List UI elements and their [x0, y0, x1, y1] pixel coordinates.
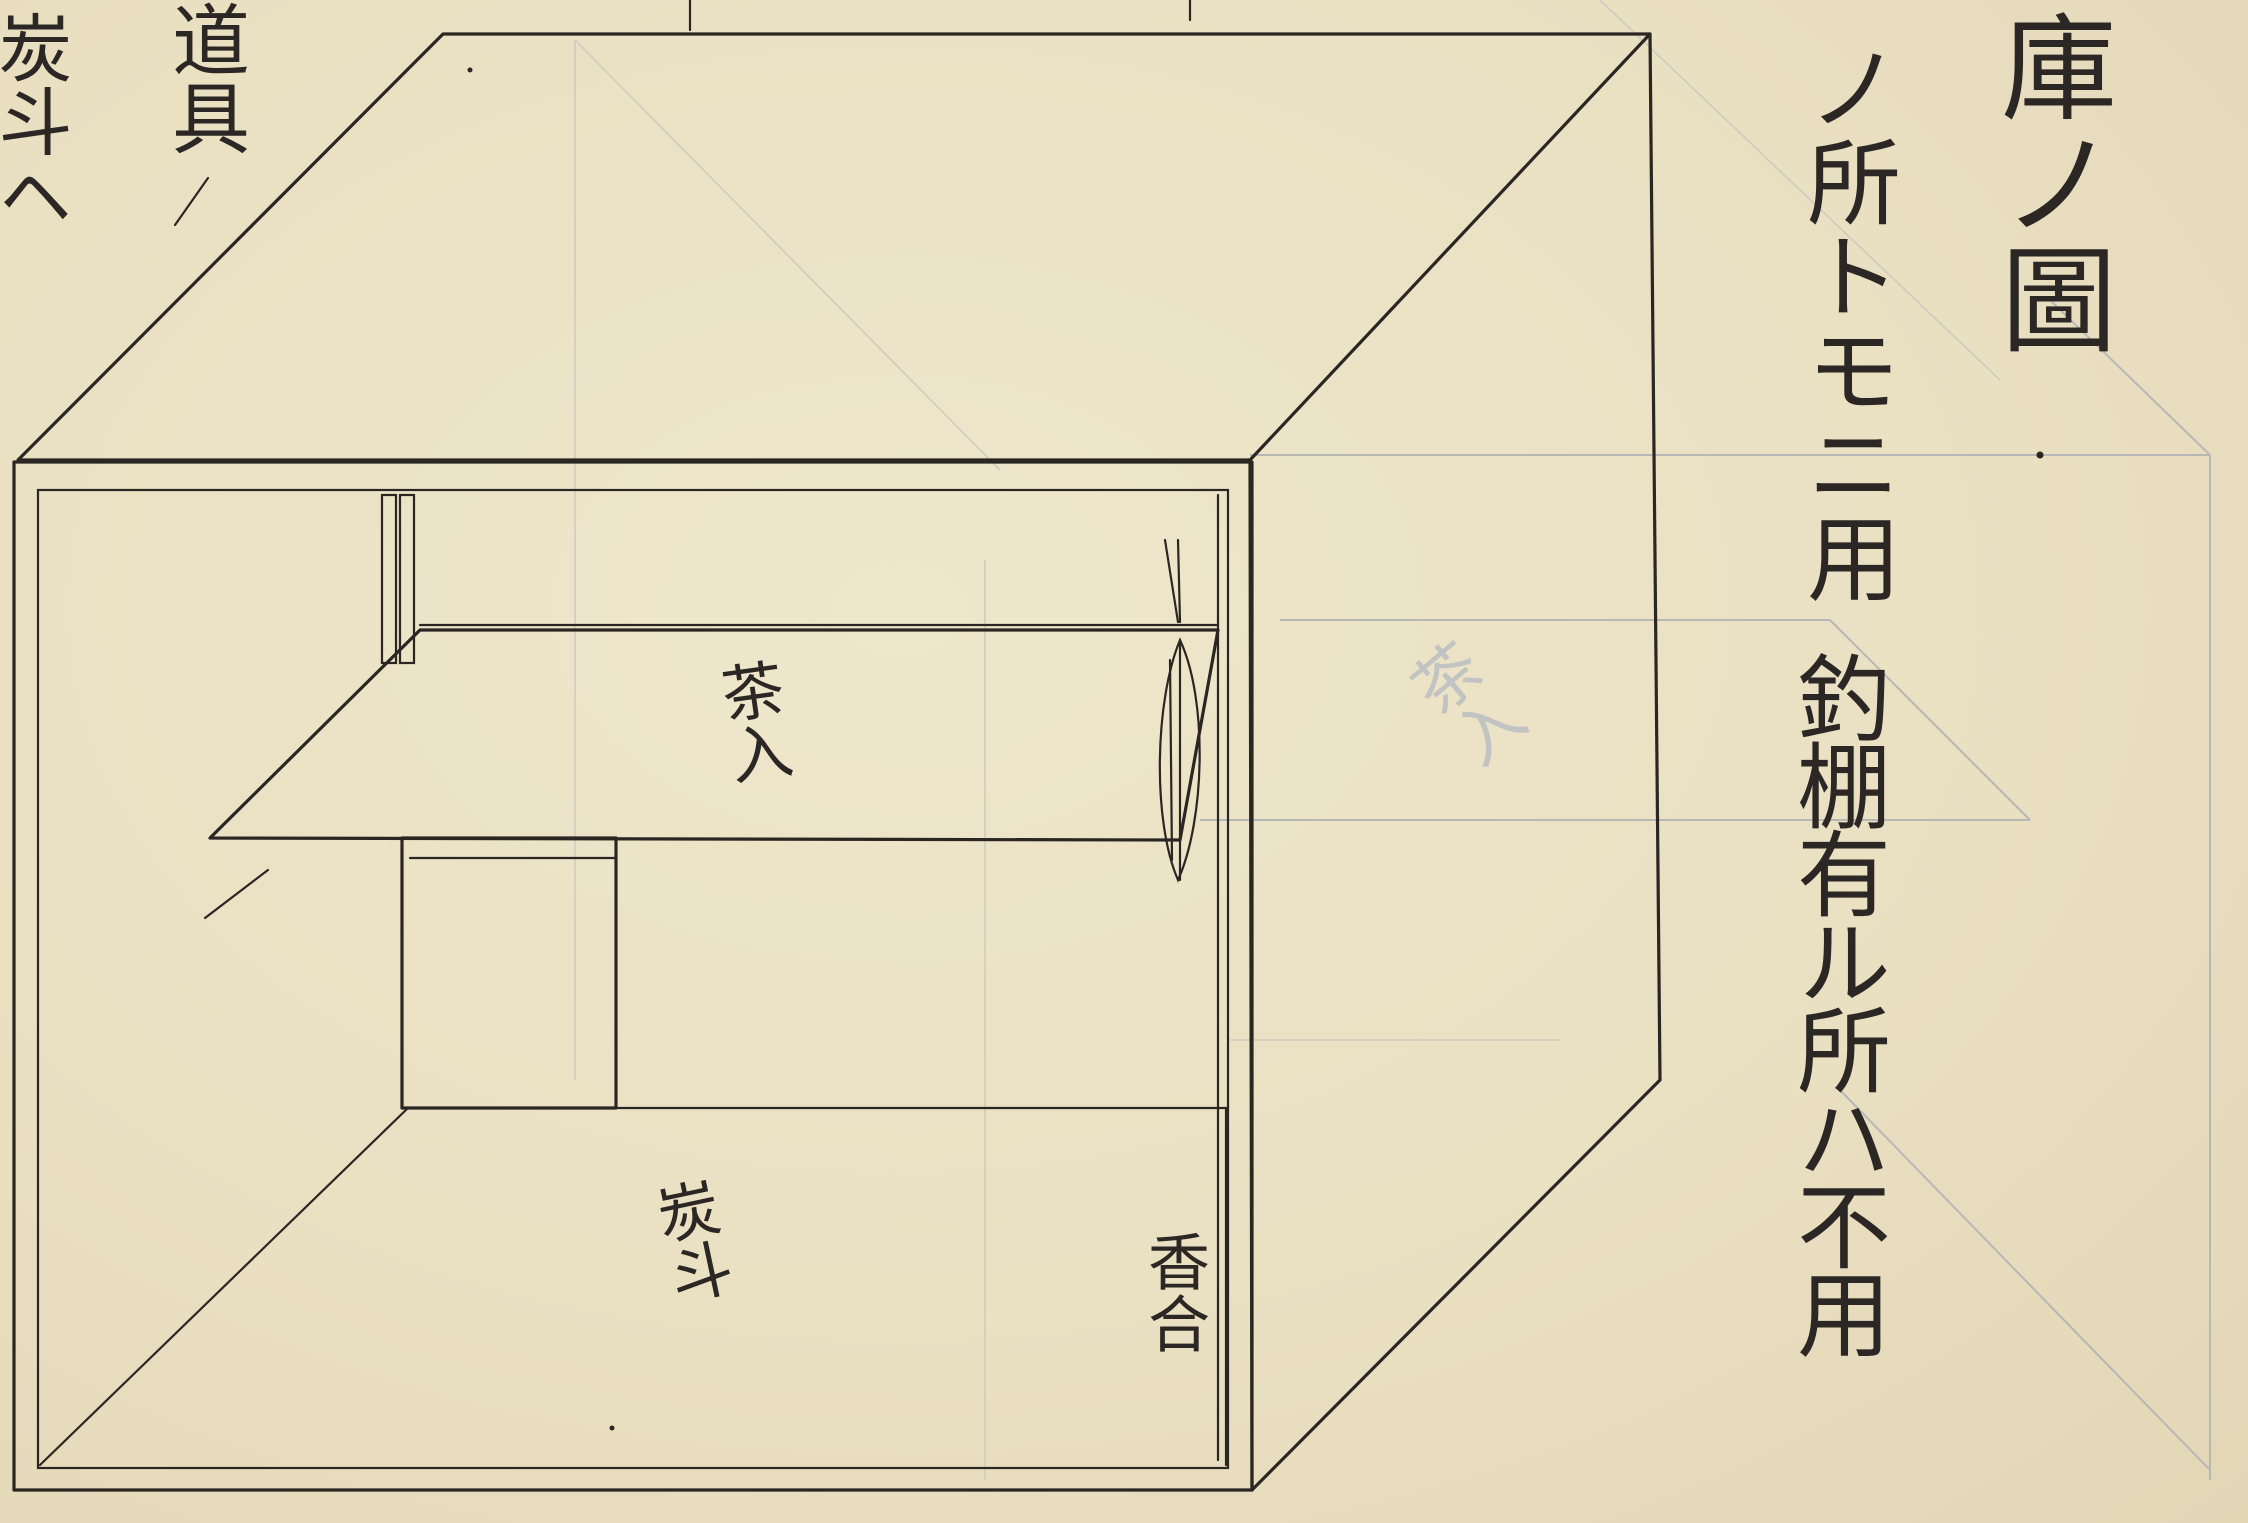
ghost-drawing	[574, 0, 2211, 1480]
note-line-2: 釣棚有ル所ハ不用	[1781, 650, 1890, 1354]
label-tea-caddy: 茶入	[706, 655, 797, 789]
note-line-1: ノ所トモニ用	[1791, 40, 1900, 604]
left-margin-text-2: 炭斗ヘ	[0, 10, 72, 232]
left-margin-text: 道具	[159, 0, 249, 156]
cabinet-front	[12, 460, 1254, 1492]
lower-opening	[400, 836, 618, 1110]
pencil-marks	[173, 67, 2044, 1431]
hanging-hook	[1158, 538, 1201, 883]
cabinet-top	[16, 0, 1652, 462]
cabinet-right-side	[1248, 32, 1662, 1492]
title-text: 庫ノ圖	[1981, 8, 2116, 356]
cabinet-interior	[38, 493, 1228, 1467]
label-incense-box: 香合	[1137, 1230, 1210, 1354]
